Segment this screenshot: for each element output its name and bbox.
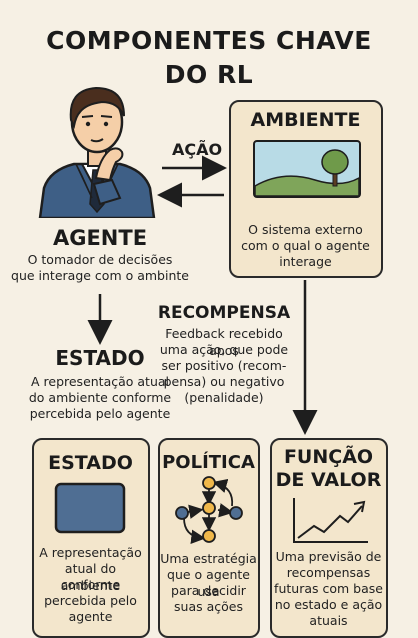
state-card-description-line-4: percebida pelo (44, 593, 137, 608)
environment-label: AMBIENTE (250, 109, 361, 131)
policy-card-description-line-3: para decidir (171, 583, 246, 598)
state-card-label: ESTADO (48, 452, 133, 474)
environment-description-line-3: interage (279, 254, 332, 269)
state-card-description-line-3: conforme (60, 577, 121, 592)
state-card: ESTADO A representação atual do ambiente… (32, 438, 150, 638)
environment-card: AMBIENTE O sistema externo com o qual o … (229, 100, 383, 278)
state-mid-label: ESTADO (55, 346, 145, 370)
state-mid-description-line-1: A representação atual (30, 374, 170, 389)
page-title-line-2: DO RL (164, 60, 254, 89)
reward-description-line-4: pensa) ou negativo (163, 374, 285, 389)
policy-card-description-line-1: Uma estratégia (160, 551, 257, 566)
environment-description-line-2: com o qual o agente (241, 238, 370, 253)
businessman-thinking-icon (38, 86, 156, 218)
value-card-label-line-1: FUNÇÃO (283, 446, 374, 468)
state-mid-description-line-2: do ambiente conforme (28, 390, 172, 405)
reward-description-line-2: uma ação, que pode (159, 342, 289, 357)
state-mid-description-line-3: percebida pelo agente (29, 406, 171, 421)
reward-description-line-1: Feedback recebido apos (165, 326, 283, 358)
line-chart-arrow-icon (293, 498, 368, 543)
reward-description-line-5: (penalidade) (184, 390, 264, 405)
policy-card-description-line-2: que o agente usa (167, 567, 250, 599)
policy-card-label: POLÍTICA (162, 452, 255, 473)
value-card-description-line-4: no estado e ação (274, 597, 383, 612)
policy-card: POLÍTICA Uma estratégia que o agente usa… (158, 438, 260, 638)
node-cycle-icon (175, 476, 243, 544)
state-card-description-line-5: agente (68, 609, 113, 624)
value-card-description-line-5: atuais (309, 613, 348, 628)
agent-description-line-1: O tomador de decisões (27, 252, 173, 267)
environment-description-line-1: O sistema externo (248, 222, 363, 237)
value-function-card: FUNÇÃO DE VALOR Uma previsão de recompen… (270, 438, 388, 638)
agent-description-line-2: que interage com o ambinte (11, 268, 189, 283)
reward-label: RECOMPENSA (157, 303, 291, 323)
page-title-line-1: COMPONENTES CHAVE (46, 26, 372, 55)
reward-description-line-3: ser positivo (recom- (161, 358, 287, 373)
square-screen-icon (54, 482, 126, 534)
agent-label: AGENTE (52, 226, 148, 250)
state-card-description-line-2: atual do ambiente (60, 561, 121, 593)
value-card-description-line-2: recompensas (286, 565, 371, 580)
value-card-label-line-2: DE VALOR (275, 469, 382, 491)
value-card-description-line-3: futuras com base (274, 581, 383, 596)
action-label: AÇÃO (172, 140, 223, 159)
landscape-tree-icon (253, 140, 361, 198)
policy-card-description-line-4: suas ações (174, 599, 243, 614)
state-card-description-line-1: A representação (39, 545, 142, 560)
value-card-description-line-1: Uma previsão de (275, 549, 382, 564)
